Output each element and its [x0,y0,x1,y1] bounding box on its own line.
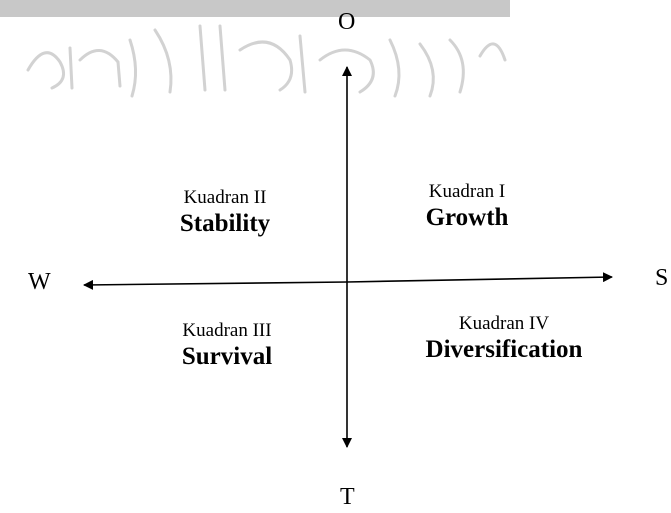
quadrant-3-label: Kuadran III [182,320,272,341]
quadrant-1-strategy: Growth [425,203,509,231]
quadrant-4-strategy: Diversification [425,335,583,363]
axis-label-left: W [28,269,51,295]
watermark-bar [0,0,510,17]
quadrant-1: Kuadran I Growth [367,181,567,233]
watermark-logo [0,0,510,98]
quadrant-3-strategy: Survival [181,342,273,370]
quadrant-2-strategy: Stability [179,209,271,237]
horizontal-axis-right-arrow [346,272,613,283]
quadrant-1-label: Kuadran I [428,181,506,202]
quadrant-4: Kuadran IV Diversification [384,313,624,365]
quadrant-4-label: Kuadran IV [458,313,550,334]
axis-label-bottom: T [340,484,355,510]
axis-label-right: S [655,265,669,291]
quadrant-2: Kuadran II Stability [125,187,325,239]
quadrant-2-label: Kuadran II [183,187,267,208]
axis-label-top: O [338,9,356,35]
quadrant-3: Kuadran III Survival [127,320,327,372]
horizontal-axis-left-arrow [83,279,348,290]
